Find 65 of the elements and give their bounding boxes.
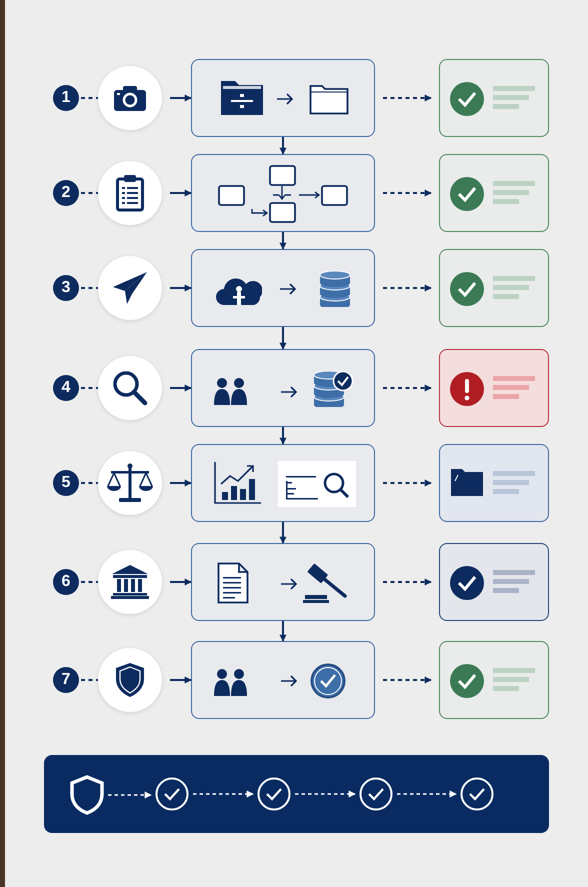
arrow — [170, 384, 192, 392]
summary-bar — [44, 755, 549, 833]
arrow — [383, 480, 432, 486]
result-card — [439, 349, 549, 427]
arrow — [280, 327, 286, 350]
arrow — [280, 427, 286, 445]
process-box — [191, 59, 375, 137]
icon-circle — [98, 256, 162, 320]
process-box — [191, 154, 375, 232]
check-circle-icon — [359, 777, 393, 811]
process-box — [191, 444, 375, 522]
arrow — [193, 790, 254, 798]
step-number: 7 — [53, 667, 79, 693]
arrow — [170, 190, 192, 196]
step-number: 3 — [53, 275, 79, 301]
connector-line — [81, 679, 98, 681]
icon-circle — [98, 356, 162, 420]
arrow — [383, 578, 432, 586]
process-box — [191, 249, 375, 327]
arrow — [170, 578, 192, 586]
step-number: 1 — [53, 85, 79, 111]
arrow — [397, 790, 457, 798]
connector-line — [81, 581, 98, 583]
arrow — [280, 522, 286, 544]
icon-circle — [98, 550, 162, 614]
connector-line — [81, 482, 98, 484]
result-card — [439, 641, 549, 719]
step-number: 5 — [53, 470, 79, 496]
step-number: 4 — [53, 375, 79, 401]
process-box — [191, 349, 375, 427]
arrow — [383, 190, 432, 196]
arrow — [280, 232, 286, 250]
arrow — [295, 790, 356, 798]
arrow — [383, 284, 432, 292]
result-card — [439, 444, 549, 522]
result-card — [439, 59, 549, 137]
arrow — [170, 94, 192, 102]
result-card — [439, 543, 549, 621]
icon-circle — [98, 161, 162, 225]
step-number: 2 — [53, 180, 79, 206]
arrow — [170, 480, 192, 486]
arrow — [383, 94, 432, 102]
arrow — [383, 676, 432, 684]
arrow — [108, 792, 152, 798]
icon-circle — [98, 648, 162, 712]
connector-line — [81, 97, 98, 99]
arrow — [383, 384, 432, 392]
check-circle-icon — [155, 777, 189, 811]
connector-line — [81, 287, 98, 289]
process-box — [191, 641, 375, 719]
step-number: 6 — [53, 569, 79, 595]
result-card — [439, 249, 549, 327]
icon-circle — [98, 66, 162, 130]
connector-line — [81, 192, 98, 194]
connector-line — [81, 387, 98, 389]
arrow — [280, 621, 286, 642]
arrow — [280, 137, 286, 155]
check-circle-icon — [460, 777, 494, 811]
process-box — [191, 543, 375, 621]
check-circle-icon — [257, 777, 291, 811]
icon-circle — [98, 451, 162, 515]
arrow — [170, 284, 192, 292]
arrow — [170, 676, 192, 684]
shield-icon — [70, 775, 104, 815]
result-card — [439, 154, 549, 232]
